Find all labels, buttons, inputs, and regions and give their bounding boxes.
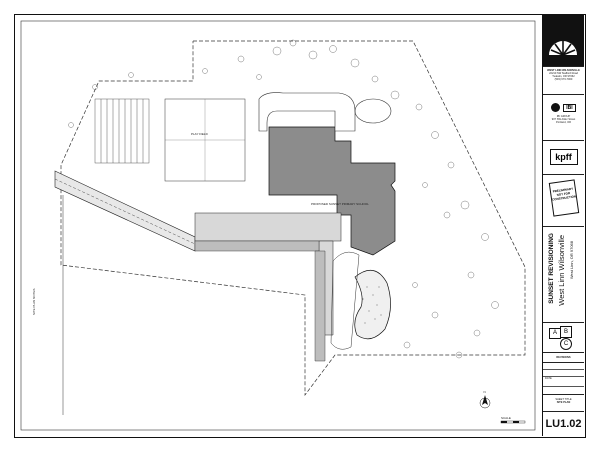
north-label: N [484, 390, 486, 394]
architect-line: Portland, OR [556, 121, 571, 124]
property-line [60, 40, 526, 397]
project-subtitle: West Linn Wilsonville [557, 235, 566, 306]
turnaround [354, 98, 392, 124]
revision-table: DATE [543, 363, 584, 395]
site-plan-svg: PLAY FIELD PROPOSED SUNSET PRIMARY SCHOO… [20, 20, 536, 431]
margin-note: SITE PLAN NOTES [32, 288, 36, 315]
kpff-logo: kpff [549, 149, 578, 165]
stipple [362, 286, 382, 324]
sheet-number: LU1.02 [545, 418, 582, 430]
client-logo [543, 15, 584, 67]
address-line: Tualatin, OR 97062 [552, 75, 575, 78]
landscape-bed [354, 269, 391, 340]
drawing-sheet: PLAY FIELD PROPOSED SUNSET PRIMARY SCHOO… [14, 14, 586, 438]
address-line: 22210 SW Stafford Road [549, 72, 578, 75]
project-title: SUNSET REVISIONING [548, 233, 555, 304]
preliminary-stamp: PRELIMINARY NOT FOR CONSTRUCTION [548, 179, 579, 217]
architect-badge: IBI [563, 103, 576, 112]
site-plan-drawing: PLAY FIELD PROPOSED SUNSET PRIMARY SCHOO… [15, 15, 541, 436]
sheet-title-block: SHEET TITLE SITE PLAN [543, 395, 584, 412]
sheet-title: SITE PLAN [556, 401, 571, 404]
proposed-building [268, 126, 396, 256]
client-info: WEST LINN WILSONVILLE 22210 SW Stafford … [543, 67, 584, 95]
bus-loop [258, 92, 356, 132]
title-block: WEST LINN WILSONVILLE 22210 SW Stafford … [542, 15, 584, 436]
north-arrow: N [479, 390, 491, 409]
company-name: WEST LINN WILSONVILLE [547, 69, 580, 72]
tree-cluster [68, 39, 499, 359]
roadway [54, 170, 196, 252]
architect-block: IBI IBI GROUP 907 SW Alder Street Portla… [543, 95, 584, 141]
sunburst-logo-icon [549, 41, 577, 56]
walk-path [330, 251, 360, 350]
architect-line: 907 SW Alder Street [551, 118, 576, 121]
scale-bar: SCALE [500, 416, 526, 424]
project-location: West Linn, OR 97068 [569, 241, 574, 280]
stamp-block: PRELIMINARY NOT FOR CONSTRUCTION [543, 175, 584, 227]
date-label: DATE [545, 377, 552, 380]
architect-logo-icon [551, 103, 561, 112]
revision-heading-row: REVISIONS [543, 353, 584, 363]
scale-label: SCALE [501, 416, 511, 420]
sheet-title-label: SHEET TITLE [555, 398, 572, 401]
architect-line: IBI GROUP [556, 115, 571, 118]
engineer-block: kpff [543, 141, 584, 175]
inner-frame [20, 20, 536, 431]
plaza-paving [194, 212, 342, 362]
phase-b: B [560, 326, 572, 338]
play-field-label: PLAY FIELD [191, 132, 209, 136]
phase-key: A B C [543, 323, 584, 353]
address-line: (503) 673-7000 [554, 78, 573, 81]
revision-heading: REVISIONS [556, 356, 571, 359]
parking-lot [94, 98, 150, 164]
phase-c: C [560, 338, 572, 350]
project-block: SUNSET REVISIONING West Linn Wilsonville… [543, 227, 584, 323]
building-label: PROPOSED SUNSET PRIMARY SCHOOL [311, 202, 369, 206]
